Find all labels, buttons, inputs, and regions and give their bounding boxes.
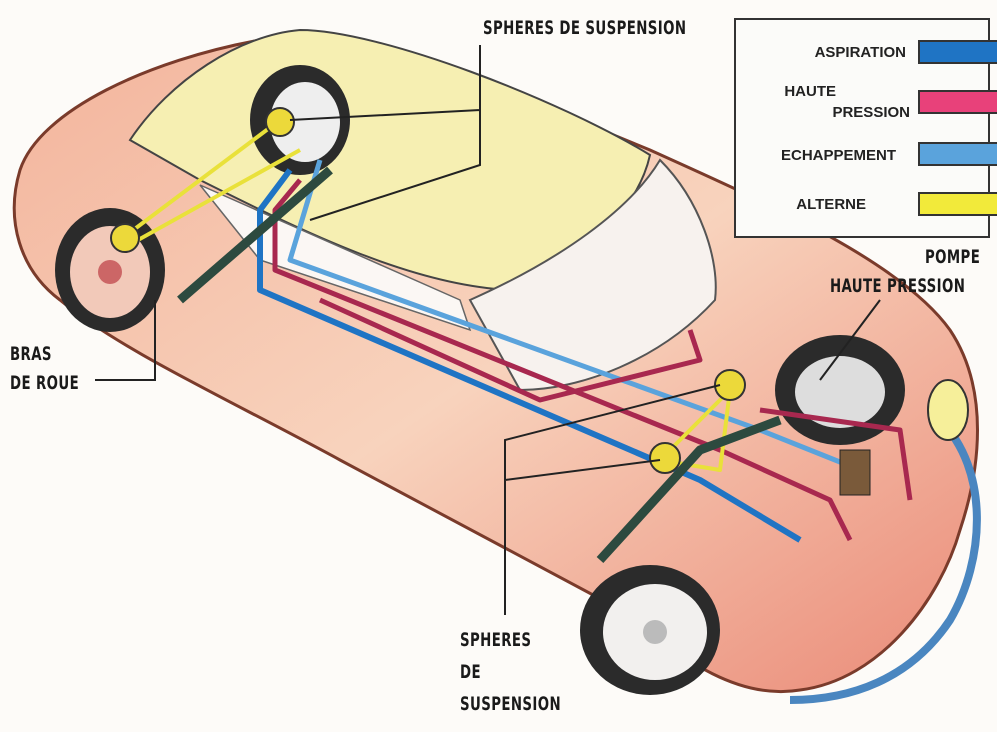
label-bottom-spheres-line3: SUSPENSION: [460, 693, 562, 715]
label-pump-line1: POMPE: [925, 246, 981, 268]
leader-lines: [95, 45, 881, 615]
legend: ASPIRATION HAUTE PRESSION ECHAPPEMENT AL…: [734, 18, 997, 238]
legend-label-aspiration: ASPIRATION: [814, 44, 906, 61]
legend-swatch-haute-pression: [918, 90, 997, 114]
wheel-front-right: [580, 565, 720, 695]
legend-label-haute-line2: PRESSION: [832, 104, 910, 121]
label-bottom-spheres-line2: DE: [460, 661, 481, 683]
label-pump-line2: HAUTE PRESSION: [830, 275, 966, 297]
legend-label-echappement: ECHAPPEMENT: [780, 147, 896, 164]
legend-label-alterne: ALTERNE: [796, 196, 866, 213]
label-arm-line1: BRAS: [10, 343, 52, 365]
headlight: [927, 379, 969, 441]
suspension-spheres: [110, 107, 746, 474]
front-bumper: [789, 417, 981, 704]
legend-swatch-echappement: [918, 142, 997, 166]
label-top-spheres: SPHERES DE SUSPENSION: [483, 17, 687, 39]
wheel-rear-right: [55, 208, 165, 332]
high-pressure-pump: [839, 449, 871, 496]
legend-label-haute-line1: HAUTE: [784, 83, 836, 100]
legend-swatch-aspiration: [918, 40, 997, 64]
label-bottom-spheres-line1: SPHERES: [460, 629, 532, 651]
label-arm-line2: DE ROUE: [10, 372, 80, 394]
hydraulic-lines: [118, 118, 913, 564]
legend-swatch-alterne: [918, 192, 997, 216]
